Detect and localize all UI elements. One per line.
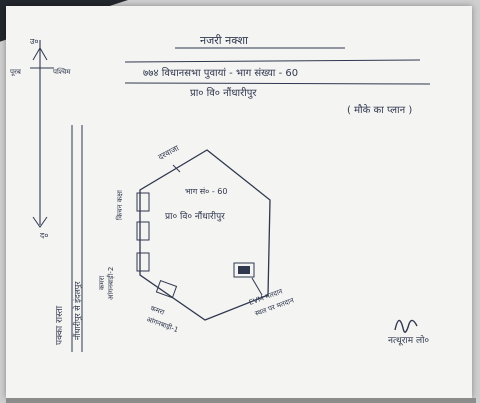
building: दरवाजा किचन कक्षा कमरा आंगनबाड़ी-2 कमरा … [98, 143, 295, 334]
background-floor [6, 398, 476, 403]
header-line2: प्रा० वि० नौंधारीपुर [190, 87, 257, 99]
compass: उ० पूरब पश्चिम द० [10, 37, 71, 240]
signature-name: नत्थूराम लो० [388, 334, 429, 346]
paper-sheet [6, 6, 472, 398]
header-title: नजरी नक्शा [200, 34, 248, 47]
compass-east: पूरब [10, 68, 22, 76]
header-line1: ७७४ विधानसभा पुवायां - भाग संख्या - 60 [143, 67, 298, 79]
center-text-2: प्रा० वि० नौंधारीपुर [165, 210, 225, 222]
compass-west: पश्चिम [53, 67, 71, 76]
header: नजरी नक्शा ७७४ विधानसभा पुवायां - भाग सं… [124, 34, 431, 116]
road-label: पक्का रास्ता [55, 305, 65, 345]
signature: नत्थूराम लो० [388, 319, 429, 346]
center-text-1: भाग सं० - 60 [185, 187, 227, 196]
left-room-label: किचन कक्षा [115, 190, 124, 220]
left-label: नौंधारीपुर से इंदलपुर [72, 281, 83, 340]
door-label: दरवाजा [157, 143, 182, 162]
left-wall-room-2: आंगनबाड़ी-2 [106, 267, 115, 300]
left-wall-room-1: कमरा [98, 276, 106, 290]
road: पक्का रास्ता नौंधारीपुर से इंदलपुर [55, 125, 83, 352]
header-side-label: ( मौके का प्लान ) [347, 104, 412, 116]
compass-north: उ० [30, 37, 39, 46]
compass-south: द० [40, 231, 48, 240]
bottom-room-2: आंगनबाड़ी-1 [145, 314, 179, 334]
bottom-room-1: कमरा [149, 304, 165, 316]
